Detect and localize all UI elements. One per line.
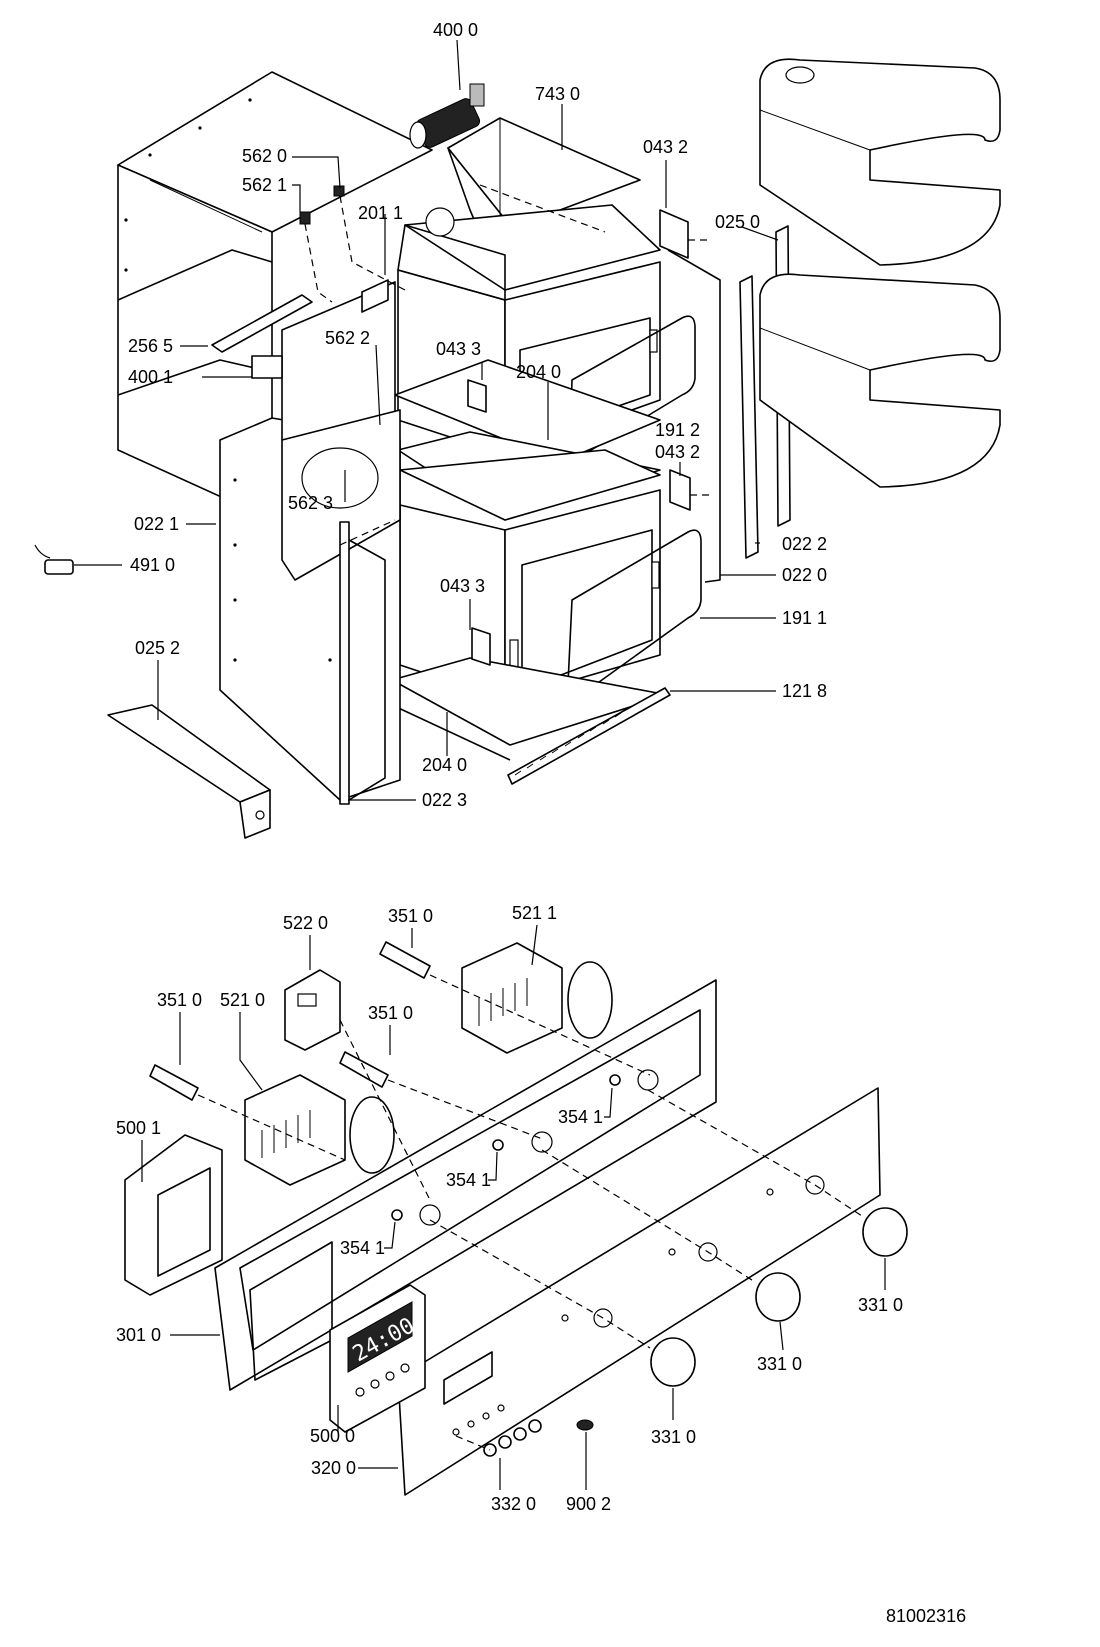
label-400-0: 400 0 (433, 20, 478, 40)
cover-strip (107, 704, 271, 839)
label-191-1: 191 1 (782, 608, 827, 628)
label-500-1: 500 1 (116, 1118, 161, 1138)
label-900-2: 900 2 (566, 1494, 611, 1514)
lower-assembly-lines (197, 974, 863, 1451)
panel-screws (391, 1074, 621, 1221)
clock-bracket (124, 1134, 223, 1296)
label-204-0-upper: 204 0 (516, 362, 561, 382)
label-022-0: 022 0 (782, 565, 827, 585)
push-buttons (483, 1419, 594, 1457)
upper-assembly-lines (304, 184, 712, 546)
label-354-1-right: 354 1 (558, 1107, 603, 1127)
lower-leader-lines (141, 924, 886, 1490)
label-301-0: 301 0 (116, 1325, 161, 1345)
label-022-3: 022 3 (422, 790, 467, 810)
element-bracket (507, 687, 671, 785)
label-500-0: 500 0 (310, 1426, 355, 1446)
thermostat (284, 969, 341, 1051)
clock-module: 24:00 (329, 1284, 426, 1433)
label-354-1-mid: 354 1 (446, 1170, 491, 1190)
drawing-number: 81002316 (886, 1606, 966, 1626)
selector-switch-left (244, 1074, 395, 1186)
fan-motor (409, 83, 485, 149)
label-521-1: 521 1 (512, 903, 557, 923)
label-521-0: 521 0 (220, 990, 265, 1010)
label-320-0: 320 0 (311, 1458, 356, 1478)
label-351-0-mid: 351 0 (368, 1003, 413, 1023)
label-043-3-lower: 043 3 (440, 576, 485, 596)
callout-labels: 400 0 743 0 562 0 562 1 201 1 043 2 025 … (116, 20, 966, 1626)
label-043-2-lower: 043 2 (655, 442, 700, 462)
label-331-0-left: 331 0 (651, 1427, 696, 1447)
small-brackets (211, 185, 691, 666)
label-256-5: 256 5 (128, 336, 173, 356)
label-562-2: 562 2 (325, 328, 370, 348)
label-043-3-upper: 043 3 (436, 339, 481, 359)
side-rail-left (339, 521, 386, 805)
upper-leader-lines (74, 39, 779, 801)
label-491-0: 491 0 (130, 555, 175, 575)
terminal-block (34, 544, 74, 575)
label-562-3: 562 3 (288, 493, 333, 513)
label-332-0: 332 0 (491, 1494, 536, 1514)
label-351-0-top: 351 0 (388, 906, 433, 926)
insulation-blocks (759, 58, 1001, 488)
selector-switch-right (461, 942, 613, 1054)
label-522-0: 522 0 (283, 913, 328, 933)
control-knobs (650, 1207, 908, 1387)
label-043-2-top: 043 2 (643, 137, 688, 157)
label-022-1: 022 1 (134, 514, 179, 534)
label-331-0-right: 331 0 (858, 1295, 903, 1315)
outer-housing (117, 71, 433, 521)
label-022-2: 022 2 (782, 534, 827, 554)
label-354-1-left: 354 1 (340, 1238, 385, 1258)
label-204-0-lower: 204 0 (422, 755, 467, 775)
lamp-holders (149, 941, 431, 1101)
label-191-2: 191 2 (655, 420, 700, 440)
label-351-0-left: 351 0 (157, 990, 202, 1010)
label-743-0: 743 0 (535, 84, 580, 104)
label-025-0: 025 0 (715, 212, 760, 232)
label-562-1: 562 1 (242, 175, 287, 195)
rear-fan-cover (281, 281, 401, 581)
label-562-0: 562 0 (242, 146, 287, 166)
label-201-1: 201 1 (358, 203, 403, 223)
label-025-2: 025 2 (135, 638, 180, 658)
lower-cavity (399, 449, 661, 701)
label-121-8: 121 8 (782, 681, 827, 701)
label-400-1: 400 1 (128, 367, 173, 387)
label-331-0-mid: 331 0 (757, 1354, 802, 1374)
front-fascia (397, 1087, 881, 1496)
